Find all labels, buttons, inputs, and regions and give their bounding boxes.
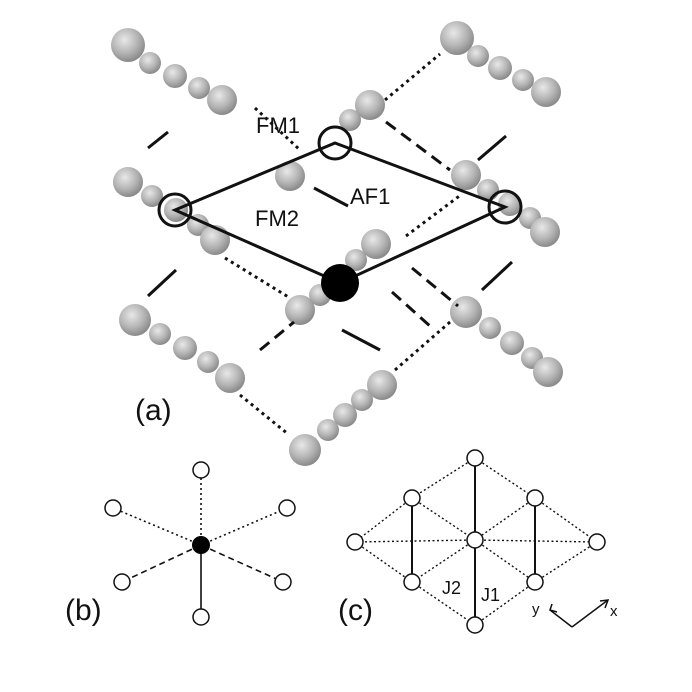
- star-center-site: [192, 536, 210, 554]
- axis-label-x: x: [610, 603, 618, 620]
- molecule-chain: [275, 90, 391, 325]
- ring-atom-left: [157, 192, 193, 228]
- molecule-chain: [113, 167, 230, 255]
- ring-atom-right: [487, 189, 523, 225]
- panel-c: J2 J1 x y (c): [338, 449, 618, 634]
- ring-atom-top: [317, 125, 353, 161]
- molecule-chain: [119, 304, 245, 393]
- star-bonds: [112, 470, 288, 617]
- bond-label-af1: AF1: [350, 184, 390, 209]
- unit-cell-outline: [171, 141, 509, 285]
- axes-indicator: [549, 599, 610, 628]
- exchange-label-j1: J1: [481, 585, 500, 605]
- lattice-dotted-edges: [354, 457, 598, 626]
- panel-label-b: (b): [65, 594, 102, 627]
- central-atom: [321, 264, 359, 302]
- molecule-chain: [289, 370, 397, 466]
- lattice-solid-edges: [411, 458, 536, 625]
- lattice-sites: [346, 449, 606, 634]
- panel-label-a: (a): [135, 394, 172, 427]
- panel-b: (b): [65, 461, 296, 627]
- star-sites: [104, 461, 296, 626]
- panel-a: FM1 FM2 AF1 (a): [111, 21, 563, 466]
- molecule-chain: [111, 28, 237, 115]
- molecule-chain: [451, 160, 560, 247]
- molecule-chain: [440, 21, 561, 107]
- molecule-chain: [450, 296, 563, 387]
- exchange-label-j2: J2: [442, 578, 461, 598]
- axis-label-y: y: [532, 601, 540, 618]
- bond-label-fm1: FM1: [256, 113, 300, 138]
- panel-label-c: (c): [338, 594, 373, 627]
- bond-label-fm2: FM2: [255, 206, 299, 231]
- molecule-chains: [111, 21, 563, 466]
- exchange-bonds: [146, 52, 514, 436]
